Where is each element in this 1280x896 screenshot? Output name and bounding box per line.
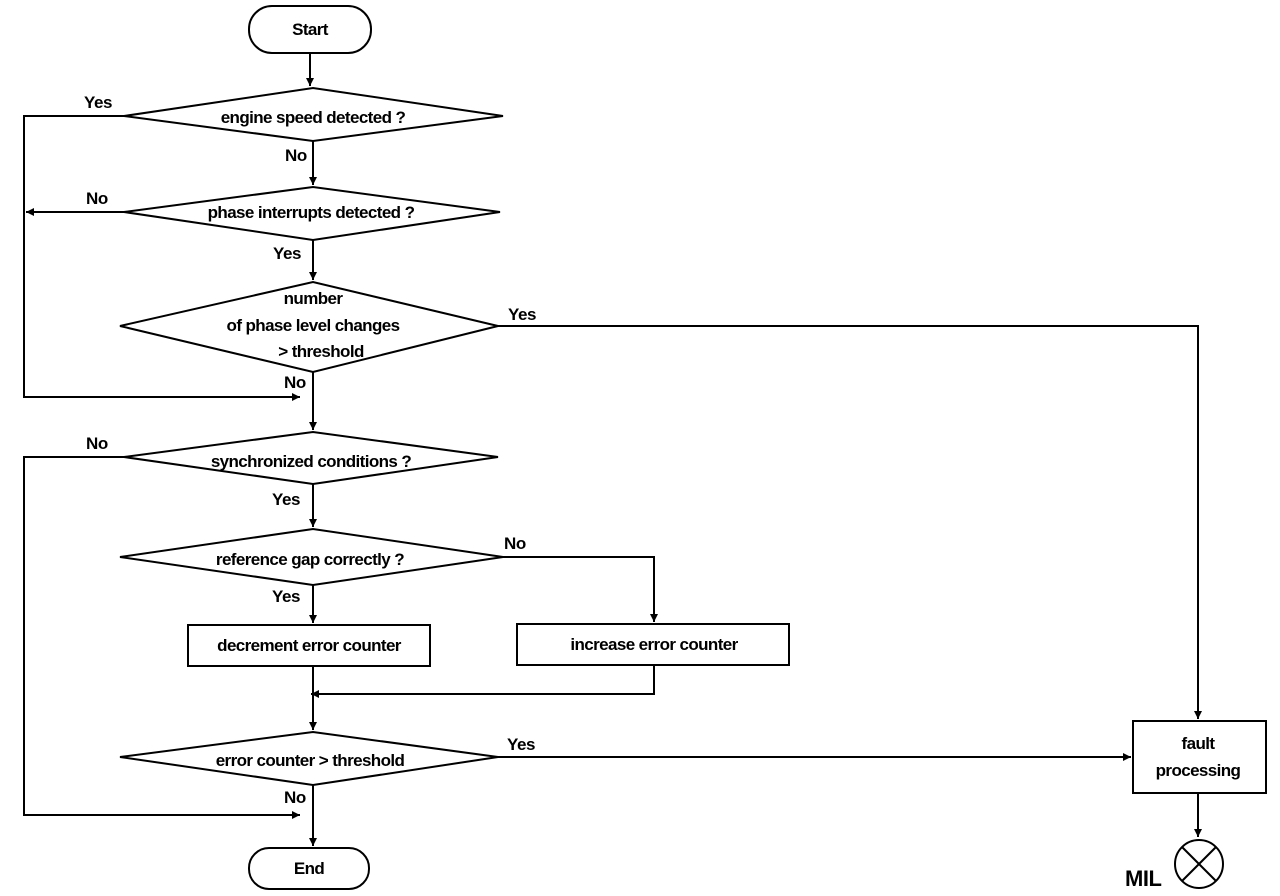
reference-gap-decision: reference gap correctly ? [119, 527, 504, 587]
start-node: Start [248, 5, 372, 54]
phase-level-label-line3: > threshold [278, 342, 364, 361]
fault-processing-box: fault processing [1132, 720, 1267, 794]
level-yes-to-fault-arrow [498, 325, 1202, 719]
increase-process: increase error counter [516, 623, 790, 666]
sync-no-label: No [86, 434, 108, 453]
branch-labels: Yes No No Yes Yes No No Yes No Yes Yes N… [84, 93, 537, 807]
synchronized-label: synchronized conditions ? [211, 452, 412, 471]
error-threshold-label: error counter > threshold [216, 751, 405, 770]
mil-label: MIL [1125, 866, 1161, 891]
gap-no-label: No [504, 534, 526, 553]
end-label: End [294, 859, 325, 878]
err-no-label: No [284, 788, 306, 807]
fault-label-line1: fault [1182, 734, 1216, 753]
synchronized-decision: synchronized conditions ? [123, 430, 499, 486]
increase-label: increase error counter [570, 635, 738, 654]
engine-speed-decision: engine speed detected ? [123, 86, 504, 143]
sync-yes-label: Yes [272, 490, 300, 509]
level-yes-label: Yes [508, 305, 536, 324]
engine-yes-label: Yes [84, 93, 112, 112]
engine-speed-label: engine speed detected ? [221, 108, 406, 127]
decrement-label: decrement error counter [217, 636, 402, 655]
mil-lamp-icon [1174, 839, 1224, 889]
fault-label-line2: processing [1156, 761, 1241, 780]
phase-level-decision: number of phase level changes > threshol… [119, 280, 499, 374]
err-yes-label: Yes [507, 735, 535, 754]
end-node: End [248, 847, 370, 890]
phase-no-label: No [86, 189, 108, 208]
gap-no-to-increase-arrow [503, 556, 658, 622]
gap-yes-label: Yes [272, 587, 300, 606]
error-threshold-decision: error counter > threshold [119, 730, 499, 787]
phase-interrupts-decision: phase interrupts detected ? [123, 185, 501, 242]
engine-yes-bypass-line [23, 115, 300, 401]
increase-merge-arrow [311, 665, 655, 698]
reference-gap-label: reference gap correctly ? [216, 550, 404, 569]
phase-interrupts-label: phase interrupts detected ? [208, 203, 415, 222]
phase-level-label-line2: of phase level changes [227, 316, 400, 335]
engine-no-label: No [285, 146, 307, 165]
sync-no-bypass-line [23, 456, 300, 819]
phase-level-label-line1: number [284, 289, 344, 308]
start-label: Start [292, 20, 329, 39]
phase-yes-label: Yes [273, 244, 301, 263]
level-no-label: No [284, 373, 306, 392]
connectors [23, 53, 1202, 846]
decrement-process: decrement error counter [187, 624, 431, 667]
